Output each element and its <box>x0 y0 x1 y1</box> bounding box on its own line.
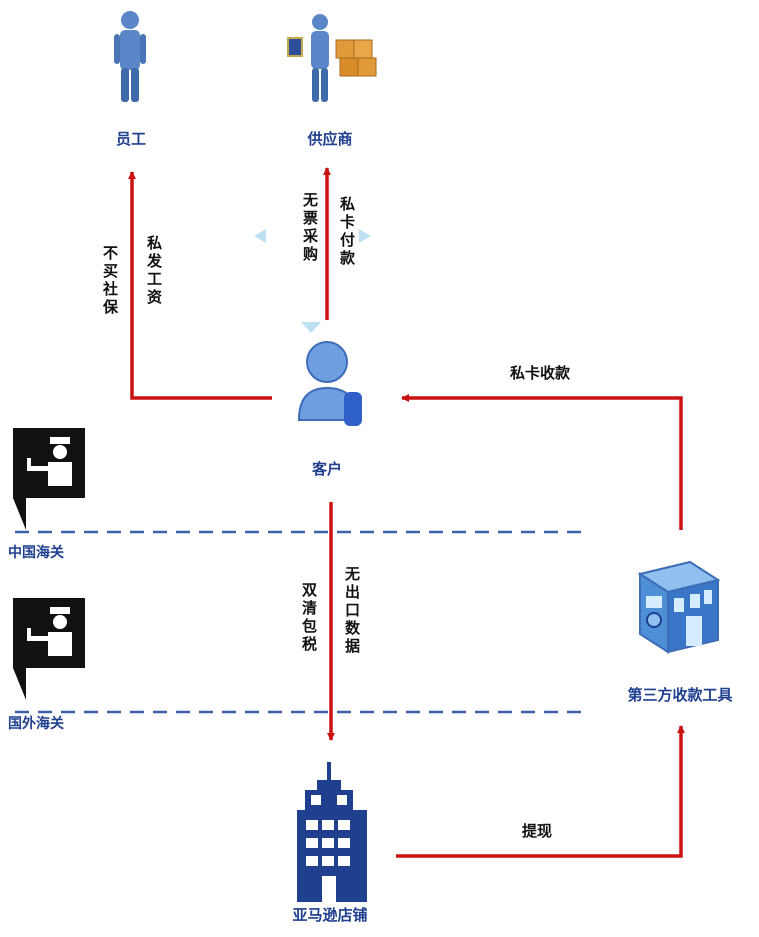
amazon-store-label: 亚马逊店铺 <box>292 906 367 924</box>
foreign-customs-officer-icon <box>13 598 85 700</box>
customs-edge-label-1: 双清包税 <box>300 582 318 654</box>
left-triangle-decoration <box>254 229 266 243</box>
foreign-customs-label: 国外海关 <box>8 715 64 732</box>
third-party-to-customer-label: 私卡收款 <box>509 364 571 382</box>
customer-person-icon <box>297 341 362 426</box>
right-triangle-decoration <box>359 229 371 243</box>
third-party-to-customer-arrow <box>401 394 683 530</box>
customs-edge-label-2: 无出口数据 <box>343 566 361 656</box>
employee-person-icon <box>114 11 146 102</box>
down-triangle-decoration <box>301 322 321 333</box>
customer-to-employee-arrow <box>128 171 272 400</box>
china-customs-label: 中国海关 <box>8 544 64 561</box>
employee-edge-label-1: 不买社保 <box>101 245 119 317</box>
supplier-person-icon <box>287 14 377 102</box>
amazon-store-building-icon <box>297 762 367 902</box>
store-to-third-party-arrow <box>396 725 685 858</box>
supplier-label: 供应商 <box>306 130 352 148</box>
supplier-edge-label-2: 私卡付款 <box>338 196 356 268</box>
employee-edge-label-2: 私发工资 <box>145 235 163 307</box>
store-to-third-party-label: 提现 <box>522 822 552 840</box>
third-party-label: 第三方收款工具 <box>627 686 732 704</box>
employee-label: 员工 <box>116 130 146 148</box>
china-customs-officer-icon <box>13 428 85 530</box>
supplier-edge-label-1: 无票采购 <box>301 192 319 264</box>
customer-label: 客户 <box>311 460 342 478</box>
third-party-building-icon <box>637 560 721 654</box>
